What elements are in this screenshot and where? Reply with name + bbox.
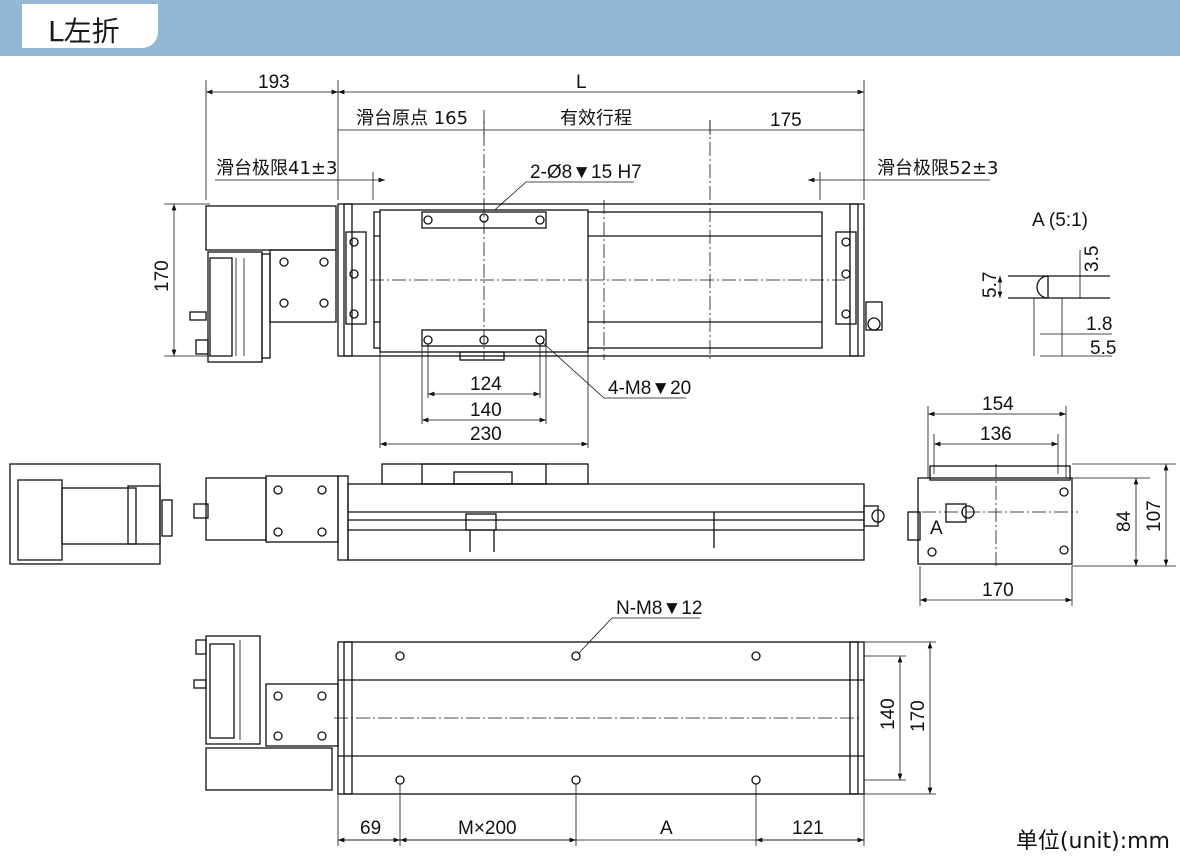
dim-L: L — [576, 72, 587, 93]
dim-154: 154 — [982, 394, 1014, 415]
dim-140-bottom: 140 — [878, 698, 899, 730]
dim-124: 124 — [470, 374, 502, 395]
stroke-label: 有效行程 — [560, 108, 632, 129]
dim-107: 107 — [1144, 500, 1165, 532]
bottom-view: N-M8▼12 140 170 69 M×200 A 121 — [193, 598, 936, 846]
limit-left-label: 滑台极限41±3 — [216, 158, 337, 179]
dim-140: 140 — [470, 400, 502, 421]
technical-drawing: 193 L 滑台原点 165 有效行程 175 滑台极限41±3 滑台极限52±… — [9, 72, 1176, 846]
dim-175: 175 — [770, 110, 802, 131]
dim-193: 193 — [258, 72, 290, 93]
end-view: 154 136 A 84 107 170 — [907, 394, 1176, 606]
dim-170-bottom: 170 — [908, 700, 929, 732]
dim-121: 121 — [792, 818, 824, 839]
dim-5-5: 5.5 — [1090, 338, 1116, 359]
title-tab: L左折 — [22, 4, 158, 48]
marker-a: A — [930, 518, 943, 539]
dim-a: A — [660, 818, 673, 839]
header-bar — [0, 0, 1180, 56]
dim-69: 69 — [360, 818, 381, 839]
unit-label: 单位(unit):mm — [1015, 829, 1170, 854]
tapped-holes-label: 4-M8▼20 — [608, 378, 691, 399]
dim-3-5: 3.5 — [1082, 246, 1103, 272]
dim-170-end: 170 — [982, 580, 1014, 601]
top-view: 193 L 滑台原点 165 有效行程 175 滑台极限41±3 滑台极限52±… — [152, 72, 998, 448]
side-view — [9, 463, 885, 565]
dim-5-7: 5.7 — [980, 272, 1001, 298]
origin-label: 滑台原点 165 — [356, 108, 468, 129]
detail-a-title: A (5:1) — [1032, 210, 1088, 231]
dim-m200: M×200 — [458, 818, 517, 839]
holes-label: N-M8▼12 — [616, 598, 702, 619]
pin-hole-label: 2-Ø8▼15 H7 — [530, 162, 642, 183]
dim-230: 230 — [470, 424, 502, 445]
limit-right-label: 滑台极限52±3 — [877, 158, 998, 179]
dim-84: 84 — [1114, 510, 1135, 532]
dim-height-170: 170 — [152, 260, 173, 292]
detail-a: A (5:1) 5.7 3.5 1.8 5.5 — [980, 210, 1116, 359]
page-title: L左折 — [48, 15, 120, 48]
dim-136: 136 — [980, 424, 1012, 445]
dim-1-8: 1.8 — [1086, 314, 1112, 335]
